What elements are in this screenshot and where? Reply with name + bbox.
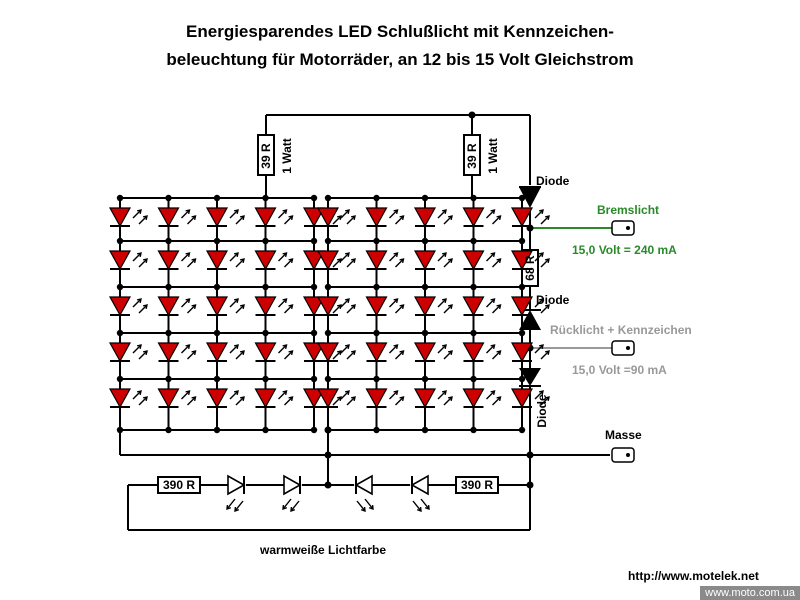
led-red — [254, 241, 294, 287]
led-red — [462, 287, 502, 333]
connector-brake — [611, 220, 635, 236]
led-red — [254, 379, 294, 430]
led-red — [316, 287, 356, 333]
led-red — [365, 241, 405, 287]
led-red — [157, 287, 197, 333]
light-color-caption: warmweiße Lichtfarbe — [260, 543, 387, 557]
led-red — [254, 198, 294, 241]
led-red — [157, 333, 197, 379]
led-red — [302, 198, 342, 241]
led-red — [205, 287, 245, 333]
led-red — [365, 333, 405, 379]
brake-light-spec: 15,0 Volt = 240 mA — [572, 243, 677, 257]
led-red — [413, 287, 453, 333]
led-matrix — [108, 194, 550, 434]
led-red — [302, 287, 342, 333]
led-red — [254, 287, 294, 333]
ground-label: Masse — [605, 428, 642, 442]
led-red — [510, 379, 550, 430]
led-red — [205, 198, 245, 241]
led-red — [365, 379, 405, 430]
led-red — [254, 333, 294, 379]
led-red — [510, 333, 550, 379]
credit-url: http://www.motelek.net — [628, 569, 759, 583]
resistor-68r-label: 68 R — [523, 255, 537, 281]
led-red — [413, 198, 453, 241]
led-warm-white — [410, 474, 430, 513]
led-red — [365, 198, 405, 241]
resistor-390r-right-label: 390 R — [460, 478, 494, 492]
led-red — [316, 241, 356, 287]
led-red — [108, 241, 148, 287]
led-red — [108, 198, 148, 241]
resistor-39r-mid-power: 1 Watt — [486, 138, 500, 174]
connector-ground — [611, 447, 635, 463]
title-line-2: beleuchtung für Motorräder, an 12 bis 15… — [166, 50, 634, 69]
led-red — [205, 333, 245, 379]
led-red — [510, 241, 550, 287]
diode-upper-label: Diode — [536, 174, 570, 188]
diode-upper — [519, 186, 541, 208]
led-red — [462, 333, 502, 379]
led-red — [157, 198, 197, 241]
resistor-390r-left-label: 390 R — [162, 478, 196, 492]
resistor-390r-left — [157, 476, 201, 494]
bottom-led-strip — [226, 474, 430, 513]
diode-lower-label: Diode — [535, 394, 549, 428]
tail-light-spec: 15,0 Volt =90 mA — [572, 363, 667, 377]
led-red — [302, 333, 342, 379]
led-red — [205, 379, 245, 430]
led-warm-white — [282, 474, 302, 513]
led-red — [108, 287, 148, 333]
connector-tail — [611, 340, 635, 356]
led-red — [316, 379, 356, 430]
led-red — [316, 333, 356, 379]
led-red — [510, 198, 550, 241]
watermark: www.moto.com.ua — [700, 586, 800, 600]
led-red — [365, 287, 405, 333]
led-red — [157, 241, 197, 287]
led-red — [462, 241, 502, 287]
led-red — [413, 241, 453, 287]
led-red — [413, 379, 453, 430]
resistor-39r-mid — [463, 134, 481, 176]
resistor-39r-left — [257, 134, 275, 176]
led-red — [413, 333, 453, 379]
led-red — [510, 287, 550, 333]
resistor-39r-mid-label: 39 R — [465, 143, 479, 169]
title-line-1: Energiesparendes LED Schlußlicht mit Ken… — [186, 22, 614, 41]
led-red — [462, 379, 502, 430]
diode-middle-label: Diode — [536, 293, 570, 307]
led-red — [302, 379, 342, 430]
resistor-39r-left-power: 1 Watt — [280, 138, 294, 174]
brake-light-label: Bremslicht — [597, 203, 660, 217]
tail-light-label: Rücklicht + Kennzeichen — [550, 323, 692, 337]
resistor-39r-left-label: 39 R — [259, 143, 273, 169]
led-red — [108, 379, 148, 430]
led-warm-white — [226, 474, 246, 513]
led-red — [157, 379, 197, 430]
led-red — [462, 198, 502, 241]
led-red — [108, 333, 148, 379]
led-warm-white — [354, 474, 374, 513]
led-red — [205, 241, 245, 287]
resistor-390r-right — [455, 476, 499, 494]
led-red — [316, 198, 356, 241]
led-red — [302, 241, 342, 287]
